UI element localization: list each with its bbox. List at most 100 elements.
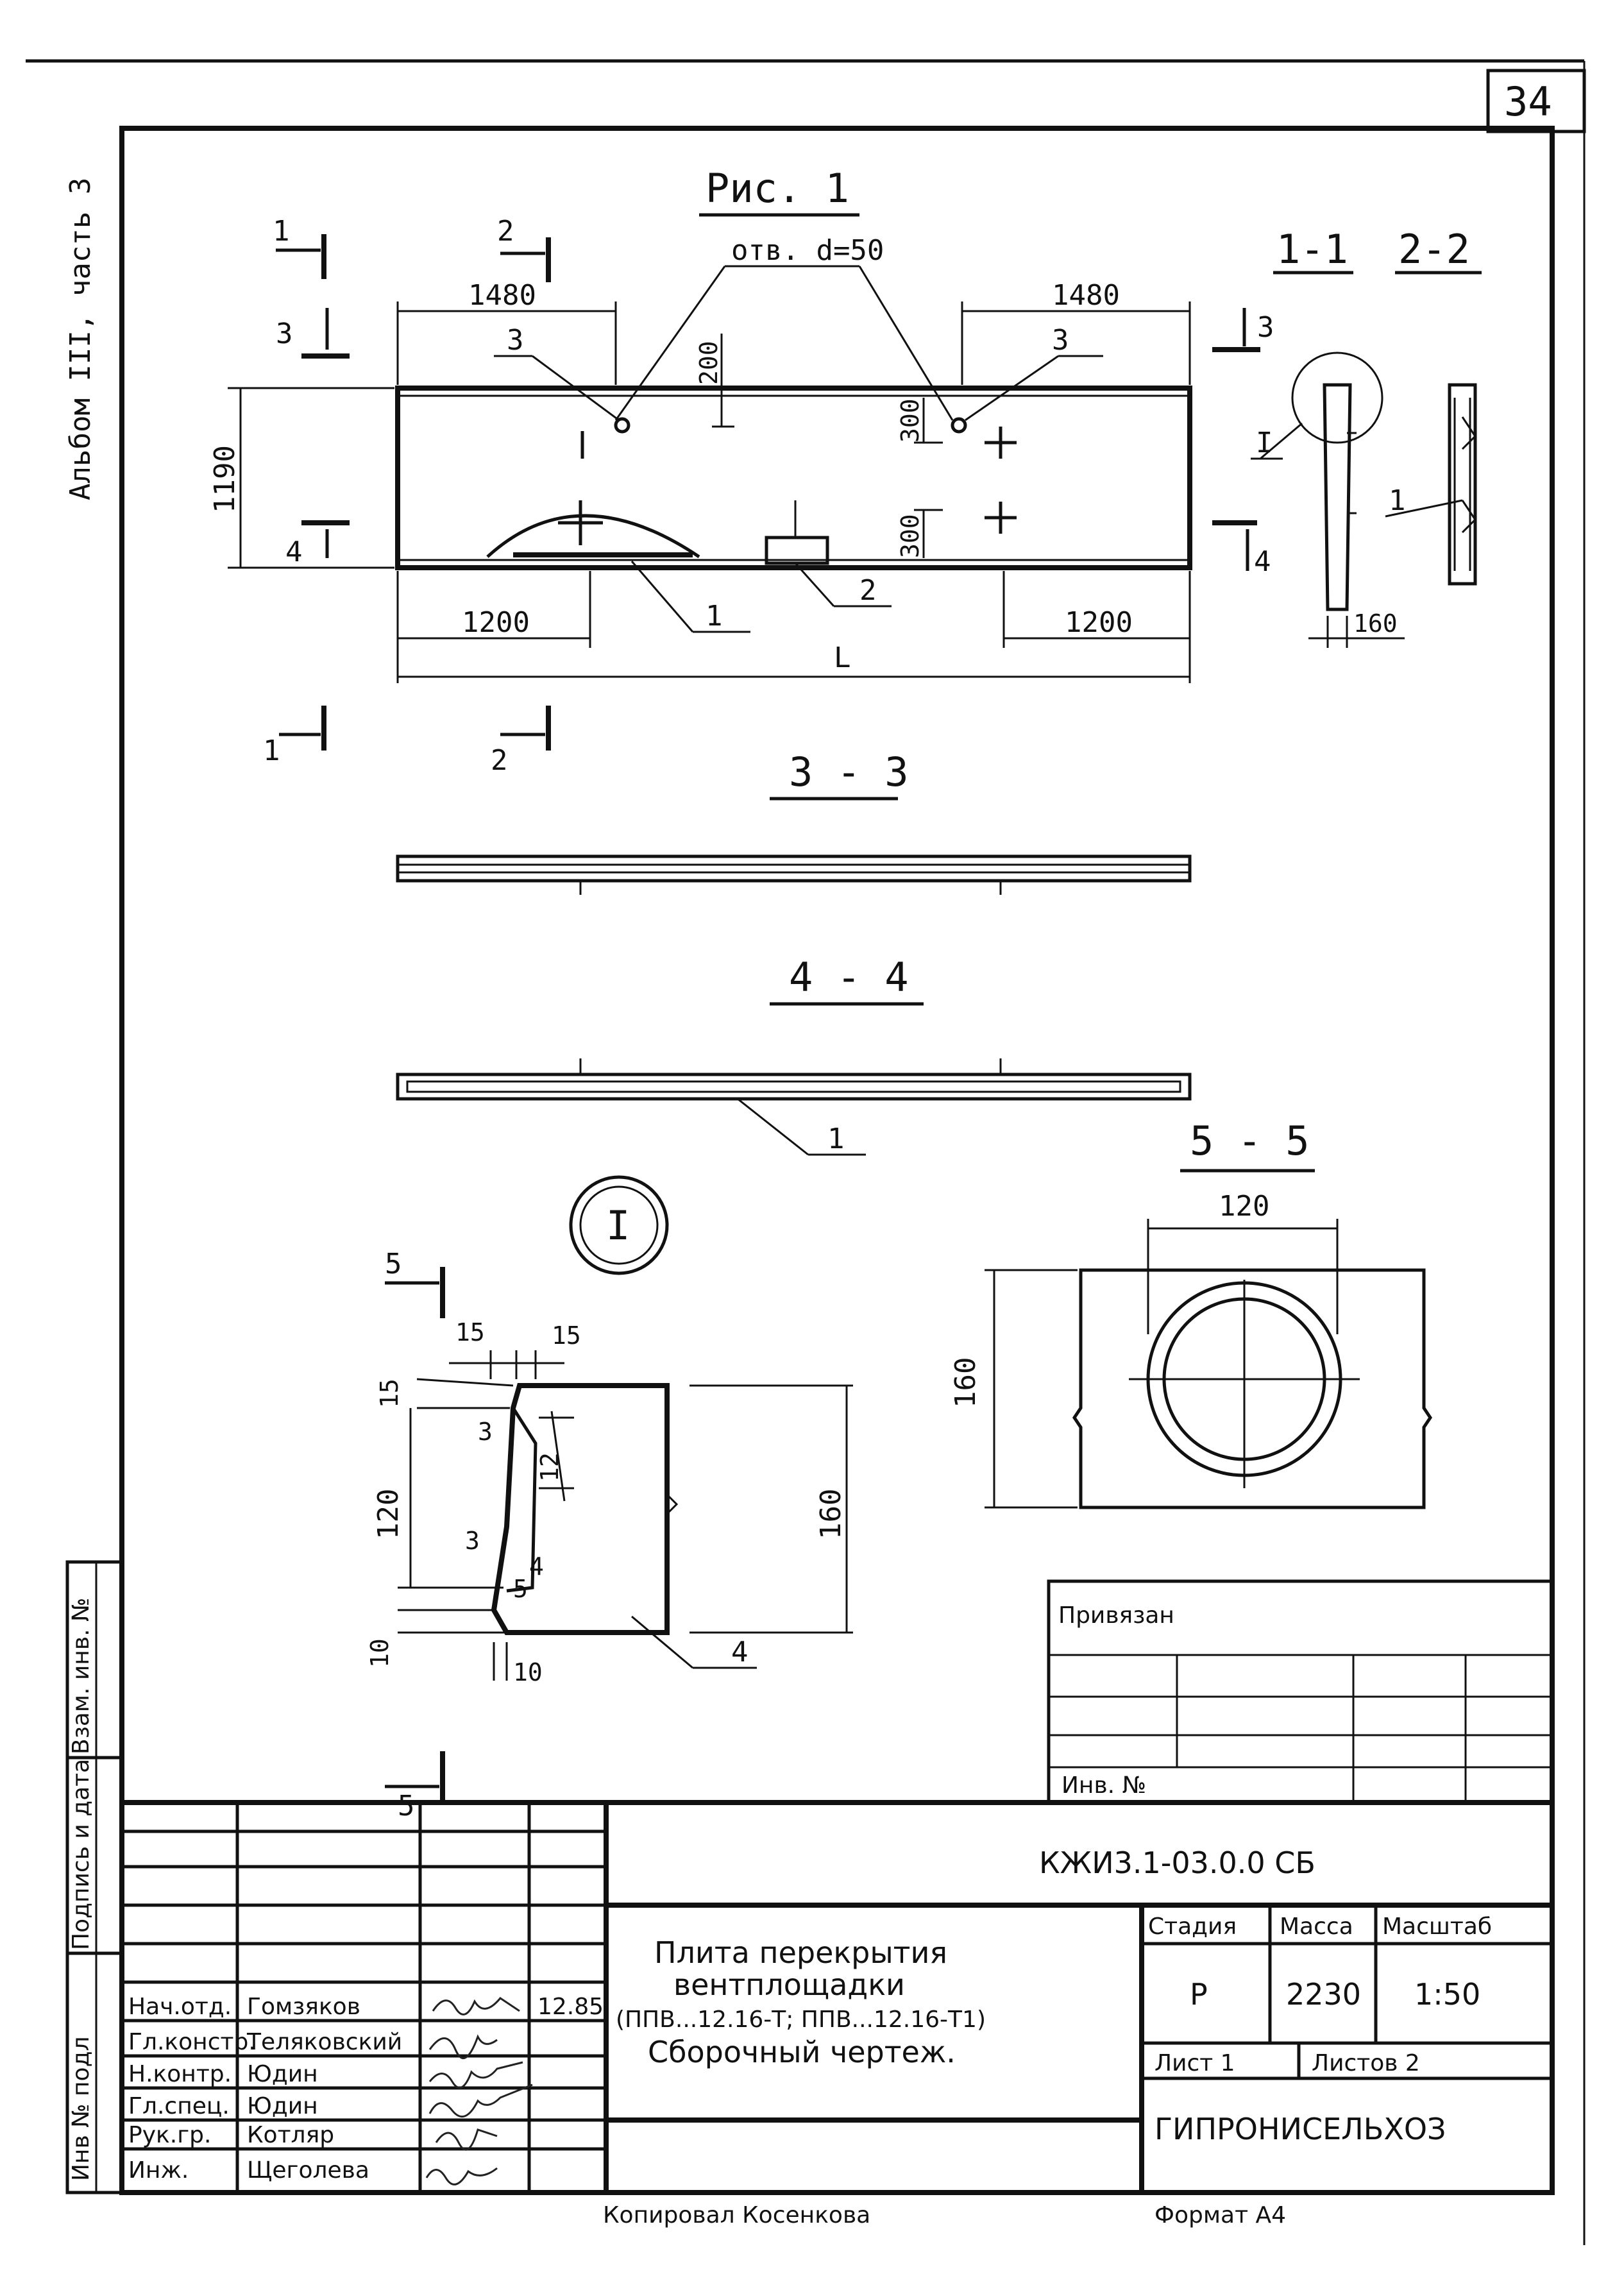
staff-name: Щеголева bbox=[247, 2157, 369, 2184]
dim-height: 1190 bbox=[208, 445, 241, 513]
dim-right-bottom: 1200 bbox=[1065, 606, 1133, 639]
cut-2-bottom: 2 bbox=[491, 744, 508, 777]
pos-4-detail: 4 bbox=[731, 1636, 749, 1668]
dim-300a: 300 bbox=[896, 398, 924, 443]
pos-1-section22: 1 bbox=[1389, 484, 1406, 517]
cut-1-bottom: 1 bbox=[263, 734, 280, 767]
dim-300b: 300 bbox=[896, 514, 924, 558]
detail-dim-3a: 3 bbox=[478, 1418, 493, 1446]
stamp-podpis: Подпись и дата bbox=[68, 1759, 94, 1950]
doc-code: КЖИ3.1-03.0.0 СБ bbox=[1039, 1846, 1315, 1880]
staff-name: Котляр bbox=[247, 2122, 334, 2148]
staff-role: Рук.гр. bbox=[128, 2122, 211, 2148]
handwritten-signatures bbox=[425, 1997, 533, 2185]
cut-3-right: 3 bbox=[1257, 311, 1274, 344]
pos-1-section44: 1 bbox=[827, 1123, 845, 1155]
org-name: ГИПРОНИСЕЛЬХОЗ bbox=[1155, 2112, 1446, 2146]
doc-name-line3: (ППВ...12.16-Т; ППВ...12.16-Т1) bbox=[616, 2007, 986, 2033]
section-width-160: 160 bbox=[1353, 609, 1398, 638]
detail-dim-12: 12 bbox=[536, 1452, 564, 1482]
staff-date: 12.85 bbox=[537, 1994, 604, 2020]
staff-role: Гл.спец. bbox=[128, 2093, 230, 2119]
staff-name: Юдин bbox=[247, 2061, 318, 2087]
section-title-4-4: 4 - 4 bbox=[789, 954, 909, 1001]
detail-dim-10a: 10 bbox=[366, 1638, 394, 1668]
detail-I-label: I bbox=[606, 1202, 630, 1249]
figure-title: Рис. 1 bbox=[706, 165, 849, 212]
paper-format: Формат А4 bbox=[1155, 2202, 1286, 2228]
dim-left-bottom: 1200 bbox=[462, 606, 530, 639]
pos-2-plan: 2 bbox=[859, 574, 877, 607]
detail-dim-4: 4 bbox=[529, 1552, 544, 1581]
s55-dim-120: 120 bbox=[1219, 1190, 1269, 1223]
pos-3-right: 3 bbox=[1052, 324, 1069, 357]
staff-name: Гомзяков bbox=[247, 1994, 360, 2020]
staff-name: Юдин bbox=[247, 2093, 318, 2119]
dim-length: L bbox=[834, 641, 851, 674]
pos-3-left: 3 bbox=[507, 324, 524, 357]
section-title-1-1: 1-1 bbox=[1276, 226, 1348, 273]
section-1-1 bbox=[1251, 352, 1405, 648]
scale-label: Масштаб bbox=[1382, 1913, 1492, 1940]
detail-dim-160: 160 bbox=[815, 1489, 847, 1540]
cut-2-top: 2 bbox=[497, 215, 514, 248]
cut-5-top: 5 bbox=[385, 1248, 402, 1280]
binding-title: Привязан bbox=[1058, 1602, 1174, 1629]
section-4-4 bbox=[396, 1058, 1192, 1156]
staff-role: Гл.констр. bbox=[128, 2029, 256, 2055]
detail-dim-15a: 15 bbox=[455, 1318, 485, 1346]
mass-value: 2230 bbox=[1286, 1977, 1361, 2012]
detail-I-drawing bbox=[385, 1267, 853, 1803]
section-2-2 bbox=[1385, 383, 1477, 586]
page-number: 34 bbox=[1504, 78, 1552, 125]
staff-role: Инж. bbox=[128, 2157, 189, 2184]
section-title-5-5: 5 - 5 bbox=[1190, 1117, 1310, 1164]
staff-list: Нач.отд. Гомзяков 12.85 Гл.констр. Теляк… bbox=[128, 1994, 604, 2184]
detail-dim-15b: 15 bbox=[552, 1321, 581, 1350]
sheet-label: Лист 1 bbox=[1155, 2050, 1235, 2076]
cut-4-left: 4 bbox=[285, 536, 303, 568]
doc-name-line1: Плита перекрытия bbox=[654, 1935, 947, 1970]
pos-1-plan: 1 bbox=[706, 600, 723, 632]
staff-role: Н.контр. bbox=[128, 2061, 232, 2087]
detail-dim-120: 120 bbox=[372, 1489, 405, 1540]
stamp-vzam: Взам. инв. № bbox=[68, 1598, 94, 1754]
detail-I-symbol bbox=[569, 1175, 669, 1275]
mass-label: Масса bbox=[1280, 1913, 1353, 1940]
detail-dim-5: 5 bbox=[513, 1575, 528, 1603]
staff-name: Теляковский bbox=[246, 2029, 402, 2055]
cut-4-right: 4 bbox=[1254, 545, 1271, 578]
hole-note: отв. d=50 bbox=[731, 234, 884, 267]
title-block-grid bbox=[119, 1800, 1555, 2195]
section-title-3-3: 3 - 3 bbox=[789, 749, 909, 795]
plan-dimensions bbox=[228, 265, 1191, 683]
dim-200: 200 bbox=[695, 341, 723, 385]
section-title-2-2: 2-2 bbox=[1398, 226, 1470, 273]
doc-name-line4: Сборочный чертеж. bbox=[648, 2035, 956, 2069]
section-3-3 bbox=[396, 854, 1192, 895]
album-label: Альбом III, часть 3 bbox=[64, 178, 97, 500]
cut-markers bbox=[276, 234, 1260, 751]
stage-value: Р bbox=[1190, 1977, 1208, 2012]
plan-view bbox=[395, 386, 1192, 570]
stage-label: Стадия bbox=[1148, 1913, 1237, 1940]
stamp-inv-podl: Инв № подл bbox=[68, 2037, 94, 2181]
cut-1-top: 1 bbox=[273, 215, 290, 248]
s55-dim-160: 160 bbox=[949, 1357, 982, 1408]
detail-dim-10b: 10 bbox=[513, 1658, 543, 1686]
cut-3-left: 3 bbox=[276, 318, 293, 350]
cut-5-bottom: 5 bbox=[398, 1790, 415, 1822]
scale-value: 1:50 bbox=[1414, 1977, 1480, 2012]
detail-ref-I: I bbox=[1256, 427, 1273, 459]
section-5-5 bbox=[985, 1219, 1433, 1509]
dim-left-top: 1480 bbox=[468, 279, 536, 312]
doc-name-line2: вентплощадки bbox=[673, 1967, 905, 2002]
dim-right-top: 1480 bbox=[1052, 279, 1120, 312]
binding-inv: Инв. № bbox=[1062, 1772, 1146, 1799]
copied-by: Копировал Косенкова bbox=[603, 2202, 870, 2228]
detail-dim-15c: 15 bbox=[375, 1379, 403, 1408]
sheets-label: Листов 2 bbox=[1312, 2050, 1420, 2076]
staff-role: Нач.отд. bbox=[128, 1994, 232, 2020]
detail-dim-3b: 3 bbox=[465, 1527, 480, 1555]
